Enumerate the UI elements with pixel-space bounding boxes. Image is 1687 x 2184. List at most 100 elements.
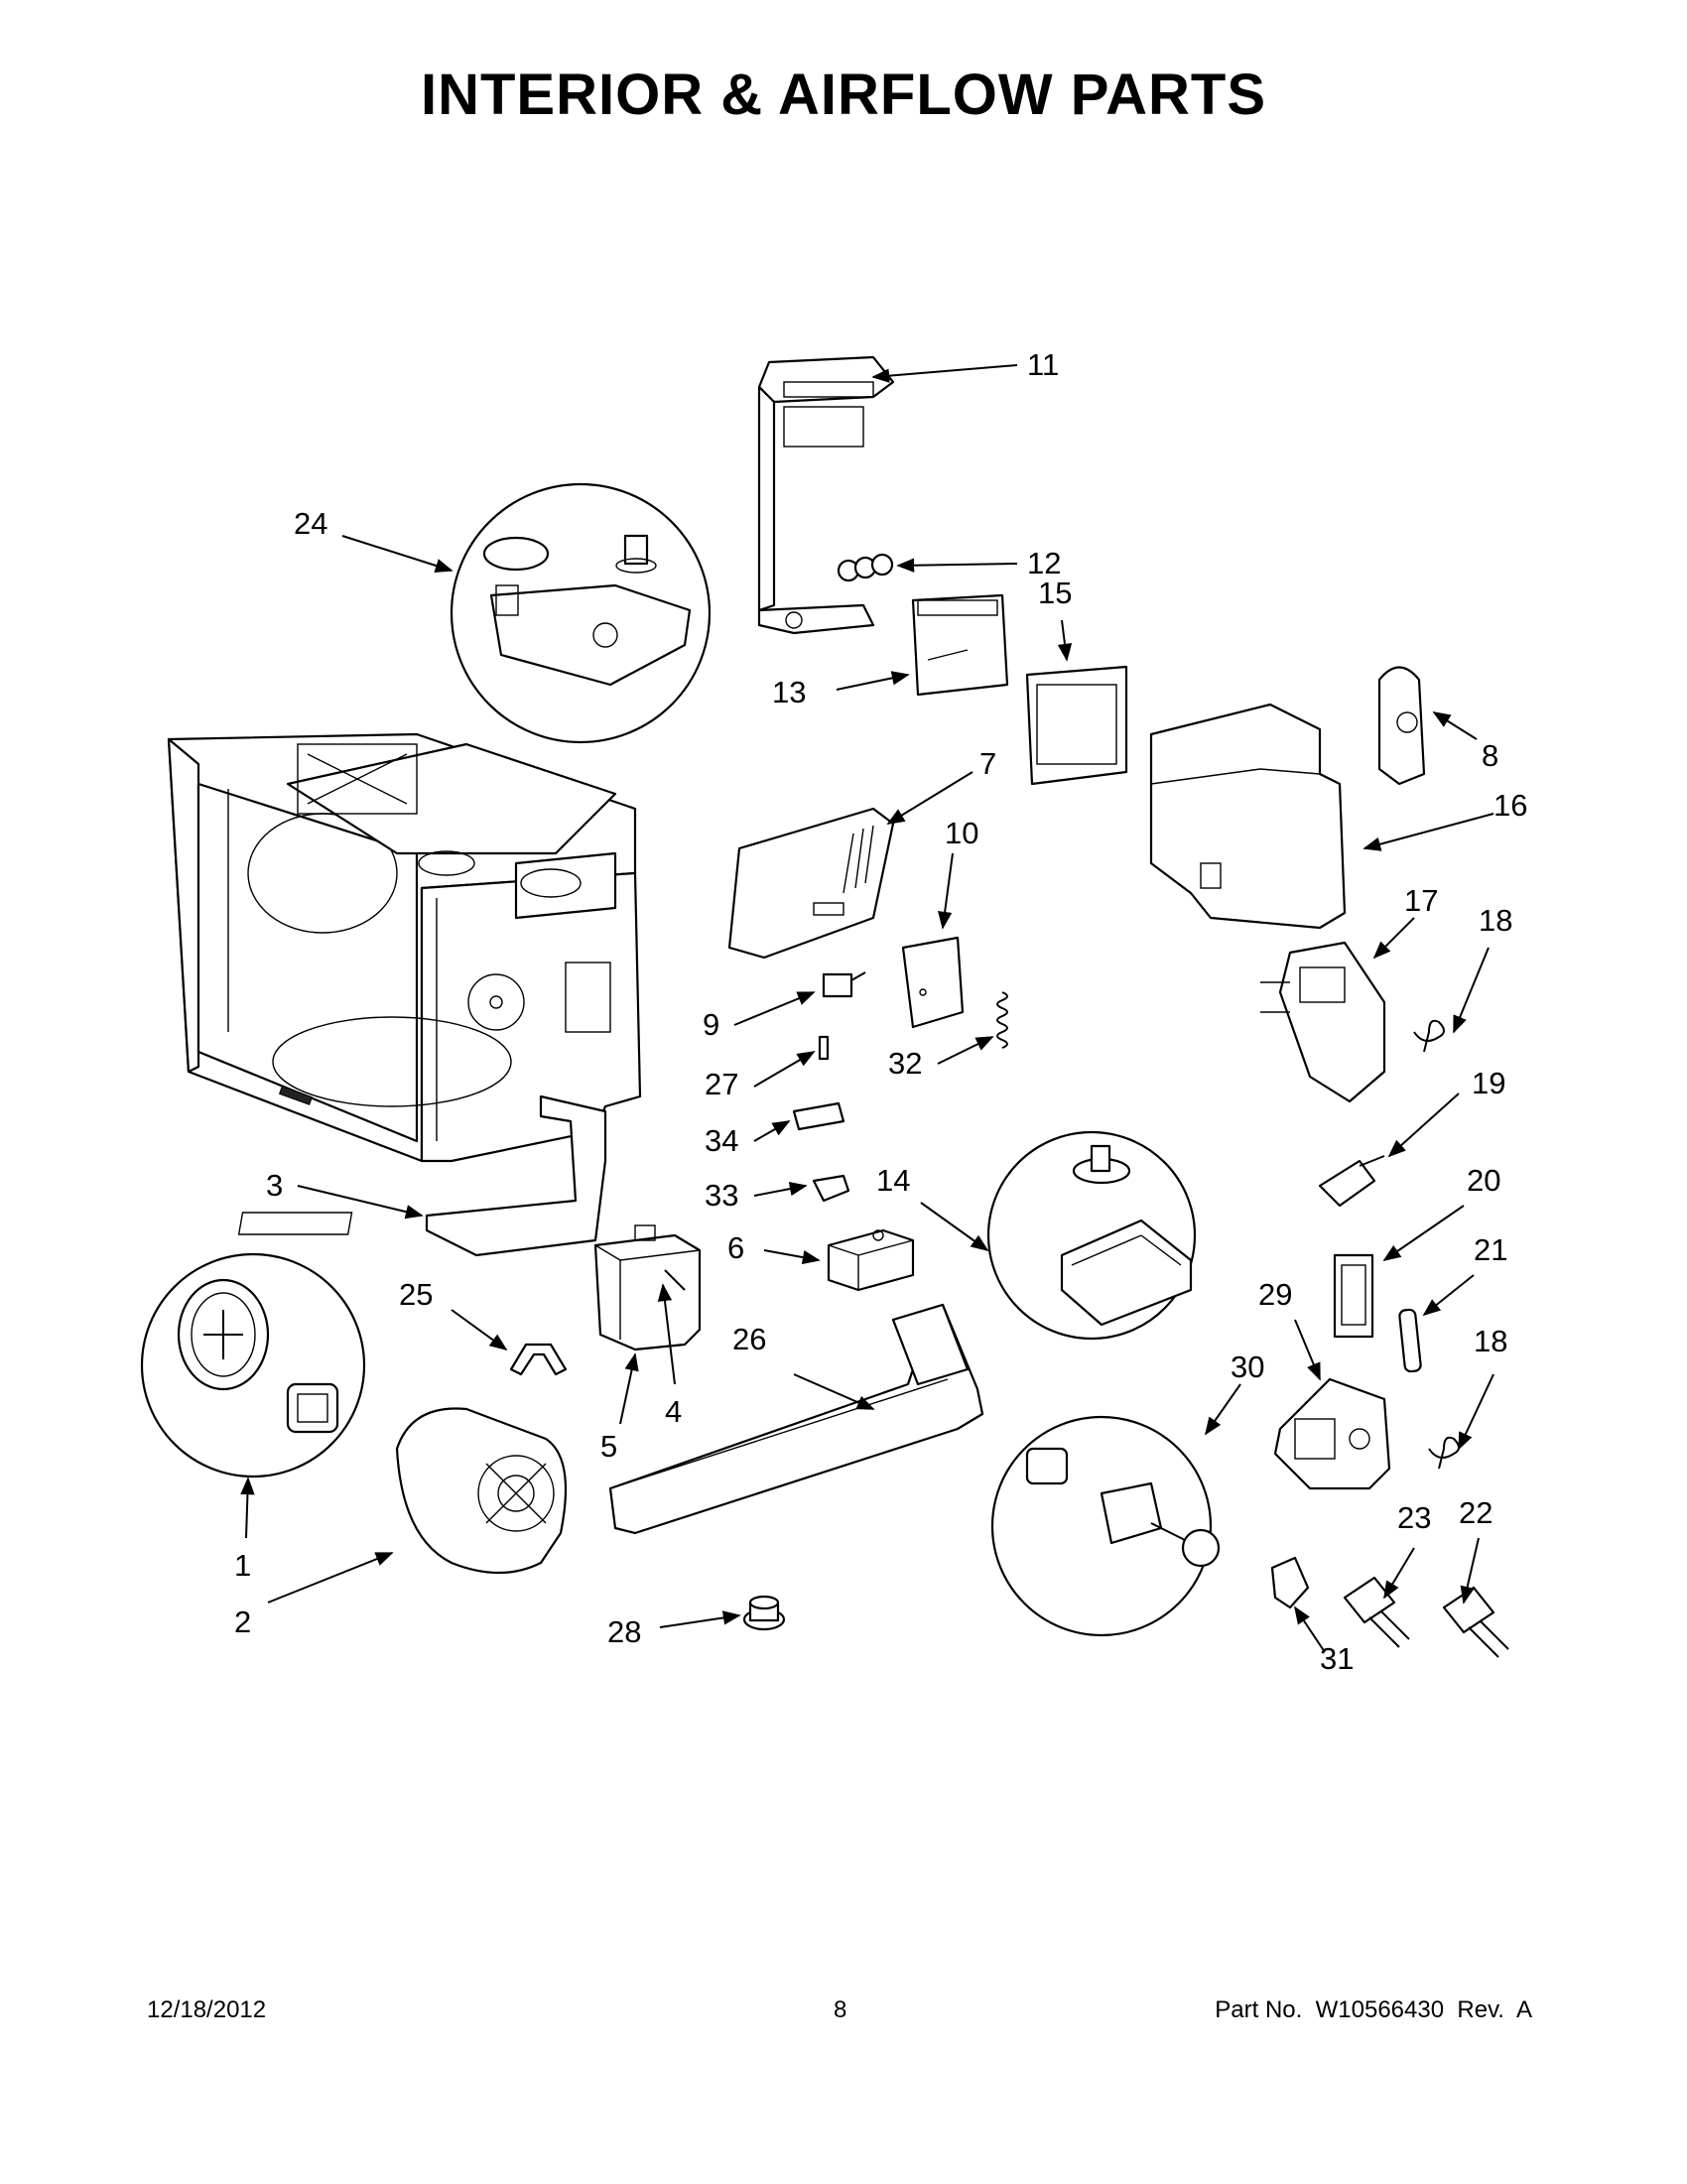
footer-date: 12/18/2012 (147, 1996, 267, 2023)
callout-20: 20 (1467, 1163, 1500, 1198)
callout-19: 19 (1472, 1066, 1505, 1100)
callout-21: 21 (1474, 1232, 1507, 1267)
leader-2 (267, 1552, 394, 1604)
leader-30 (1204, 1383, 1241, 1436)
callout-16: 16 (1493, 788, 1527, 823)
part-18-spring-bottom (1428, 1436, 1460, 1470)
part-20-switch-holder (1333, 1253, 1374, 1339)
callout-32: 32 (888, 1046, 922, 1081)
callout-12: 12 (1027, 546, 1061, 580)
part-13-panel (911, 593, 1009, 697)
part-14-detail-circle (986, 1130, 1197, 1341)
leader-17 (1372, 917, 1415, 960)
part-9-switch (822, 971, 866, 998)
leader-6 (763, 1249, 821, 1265)
leader-12 (896, 558, 1018, 573)
footer-page-number: 8 (834, 1996, 847, 2023)
part-28-knob (742, 1595, 786, 1631)
leader-18b (1458, 1373, 1494, 1451)
part-22-micro-switch (1442, 1586, 1509, 1658)
part-11-mounting-bracket (757, 355, 895, 635)
part-30-detail-circle (990, 1415, 1221, 1637)
callout-9: 9 (703, 1007, 719, 1042)
callout-7: 7 (979, 746, 996, 781)
callout-15: 15 (1038, 576, 1072, 610)
part-15-control-board (1025, 665, 1128, 786)
leader-1 (240, 1477, 255, 1539)
callout-4: 4 (665, 1394, 682, 1429)
leader-8 (1432, 711, 1478, 740)
callout-18-top: 18 (1479, 903, 1512, 938)
callout-28: 28 (607, 1614, 641, 1649)
leader-4 (657, 1283, 676, 1385)
part-1-blower-wheel-circle (140, 1252, 366, 1478)
part-8-latch-clip (1377, 666, 1426, 786)
cavity-assembly (167, 732, 642, 1163)
callout-23: 23 (1397, 1500, 1431, 1535)
part-17-latch-assembly (1260, 941, 1386, 1103)
part-16-vent-housing (1149, 703, 1347, 930)
callout-numbers: 1 2 3 4 5 6 7 8 9 10 11 12 13 14 15 16 1… (234, 347, 1527, 1676)
leader-9 (733, 991, 816, 1026)
leader-lines (240, 364, 1494, 1653)
leader-3 (297, 1185, 424, 1220)
leader-33 (753, 1181, 808, 1197)
leader-24 (341, 535, 454, 573)
part-3-air-duct (237, 1094, 607, 1257)
part-26-air-channel (608, 1303, 984, 1535)
callout-10: 10 (945, 816, 978, 850)
callout-3: 3 (266, 1168, 283, 1203)
callout-2: 2 (234, 1605, 251, 1639)
part-24-detail-circle (450, 482, 712, 744)
leader-22 (1460, 1537, 1480, 1605)
callout-18-bottom: 18 (1474, 1324, 1507, 1358)
footer-part-number: Part No. W10566430 Rev. A (1215, 1996, 1532, 2023)
part-18-spring-top (1413, 1019, 1445, 1053)
part-7-grille (727, 807, 895, 960)
part-6-capacitor (827, 1228, 915, 1292)
callout-22: 22 (1459, 1495, 1492, 1530)
callout-29: 29 (1258, 1277, 1292, 1312)
leader-23 (1383, 1547, 1415, 1600)
parts-artwork (140, 355, 1509, 1658)
callout-17: 17 (1404, 883, 1438, 918)
leader-14 (920, 1202, 989, 1252)
page-title: INTERIOR & AIRFLOW PARTS (420, 63, 1267, 127)
leader-5 (619, 1352, 639, 1425)
callout-5: 5 (600, 1429, 617, 1464)
callout-25: 25 (399, 1277, 433, 1312)
callout-8: 8 (1482, 738, 1498, 773)
callout-24: 24 (294, 506, 327, 541)
leader-10 (938, 852, 954, 930)
leader-28 (659, 1610, 741, 1628)
callout-30: 30 (1231, 1349, 1264, 1384)
leader-32 (937, 1036, 994, 1065)
part-29-latch-assembly (1273, 1377, 1391, 1490)
callout-11: 11 (1027, 347, 1059, 382)
part-23-micro-switch (1343, 1576, 1410, 1648)
part-12-rollers (837, 553, 894, 582)
part-31-actuator (1270, 1556, 1310, 1609)
part-2-blower-housing (395, 1407, 568, 1575)
part-19-switch (1318, 1155, 1385, 1208)
callout-33: 33 (705, 1178, 738, 1213)
leader-27 (753, 1051, 816, 1088)
leader-20 (1382, 1205, 1465, 1262)
leader-11 (871, 364, 1018, 383)
callout-26: 26 (732, 1322, 766, 1356)
callout-13: 13 (772, 675, 806, 709)
leader-26 (793, 1373, 875, 1410)
leader-25 (451, 1309, 508, 1351)
callout-34: 34 (705, 1123, 738, 1158)
leader-18a (1453, 947, 1490, 1034)
part-4-magnetron (593, 1224, 702, 1351)
leader-31 (1294, 1606, 1326, 1653)
callout-27: 27 (705, 1067, 738, 1101)
leader-16 (1363, 813, 1494, 851)
part-32-spring (996, 991, 1008, 1049)
leader-29 (1294, 1319, 1321, 1381)
leader-34 (753, 1120, 791, 1142)
callout-14: 14 (876, 1163, 910, 1198)
part-25-bracket (509, 1343, 568, 1376)
